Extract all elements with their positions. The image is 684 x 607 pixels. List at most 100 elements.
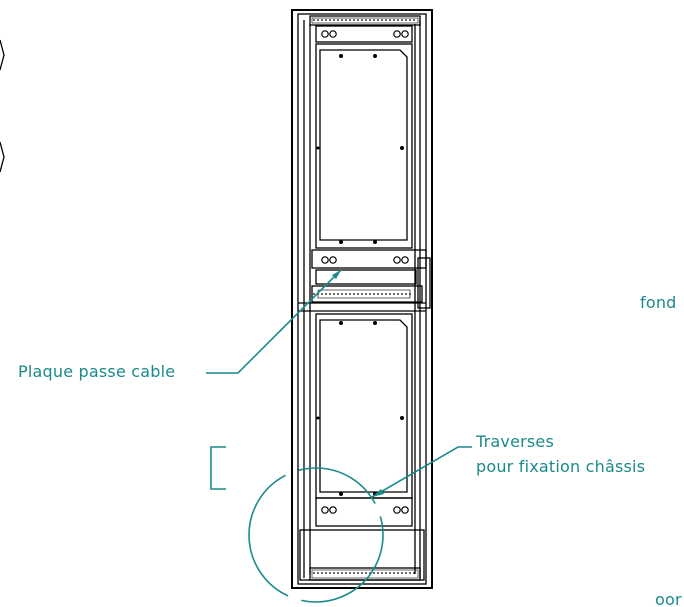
- screw-hole: [339, 54, 343, 58]
- middle-rail-hatching: [317, 289, 411, 299]
- hatch-dot: [325, 293, 327, 295]
- hatch-dot: [409, 572, 411, 574]
- hatch-dot: [337, 572, 339, 574]
- hatch-dot: [345, 19, 347, 21]
- fastener-circle: [329, 256, 337, 264]
- hatch-dot: [329, 293, 331, 295]
- detail-bracket: [210, 446, 226, 490]
- plaque-passe-cable-label: Plaque passe cable: [18, 362, 176, 381]
- middle-traverse-top: [311, 249, 427, 269]
- edge-mark-bottom: [0, 141, 5, 173]
- hatch-dot: [397, 293, 399, 295]
- top-rail-hatching: [311, 17, 419, 24]
- upper-panel: [315, 43, 413, 249]
- hatch-dot: [393, 572, 395, 574]
- hatch-dot: [401, 293, 403, 295]
- bottom-traverse: [315, 497, 413, 527]
- hatch-dot: [341, 19, 343, 21]
- hatch-dot: [353, 572, 355, 574]
- hatch-dot: [409, 19, 411, 21]
- plaque-arrow-head: [332, 270, 341, 279]
- hatch-dot: [413, 572, 415, 574]
- hatch-dot: [377, 572, 379, 574]
- hatch-dot: [317, 572, 319, 574]
- hatch-dot: [317, 19, 319, 21]
- hatch-dot: [405, 19, 407, 21]
- hatch-dot: [361, 572, 363, 574]
- fastener-circle: [321, 506, 329, 514]
- middle-traverse-bottom: [311, 285, 423, 303]
- hatch-dot: [325, 19, 327, 21]
- hatch-dot: [377, 293, 379, 295]
- hatch-dot: [329, 19, 331, 21]
- hatch-dot: [341, 572, 343, 574]
- hatch-dot: [361, 293, 363, 295]
- hatch-dot: [369, 19, 371, 21]
- hatch-dot: [397, 19, 399, 21]
- hatch-dot: [349, 293, 351, 295]
- traverses-leader-line: [371, 446, 472, 498]
- hatch-dot: [401, 572, 403, 574]
- traverses-label-line2: pour fixation châssis: [476, 457, 646, 476]
- hatch-dot: [325, 572, 327, 574]
- fastener-circle: [329, 506, 337, 514]
- fastener-circle: [393, 256, 401, 264]
- screw-hole: [400, 416, 404, 420]
- hatch-dot: [365, 572, 367, 574]
- hatch-dot: [401, 19, 403, 21]
- hatch-dot: [373, 19, 375, 21]
- hatch-dot: [357, 293, 359, 295]
- corner-label: oor: [655, 590, 682, 607]
- hatch-dot: [405, 572, 407, 574]
- fond-label: fond: [640, 293, 677, 312]
- hatch-dot: [321, 19, 323, 21]
- hatch-dot: [313, 293, 315, 295]
- hatch-dot: [361, 19, 363, 21]
- hatch-dot: [337, 19, 339, 21]
- hatch-dot: [389, 19, 391, 21]
- fastener-circle: [321, 30, 329, 38]
- hatch-dot: [333, 293, 335, 295]
- hatch-dot: [349, 19, 351, 21]
- screw-hole: [373, 240, 377, 244]
- plaque-leader-line: [206, 269, 342, 374]
- hatch-dot: [321, 293, 323, 295]
- side-bracket: [417, 257, 431, 309]
- screw-hole: [316, 146, 320, 150]
- screw-hole: [400, 146, 404, 150]
- detail-circle: [248, 467, 384, 603]
- screw-hole: [316, 416, 320, 420]
- hatch-dot: [393, 19, 395, 21]
- hatch-dot: [413, 19, 415, 21]
- hatch-dot: [369, 293, 371, 295]
- hatch-dot: [353, 19, 355, 21]
- fastener-circle: [321, 256, 329, 264]
- cabinet-outer-frame: [291, 9, 433, 589]
- hatch-dot: [385, 19, 387, 21]
- top-traverse: [315, 25, 413, 43]
- fastener-circle: [329, 30, 337, 38]
- hatch-dot: [345, 293, 347, 295]
- hatch-dot: [393, 293, 395, 295]
- fastener-circle: [401, 506, 409, 514]
- hatch-dot: [353, 293, 355, 295]
- hatch-dot: [409, 293, 411, 295]
- screw-hole: [339, 240, 343, 244]
- hatch-dot: [385, 572, 387, 574]
- hatch-dot: [357, 572, 359, 574]
- hatch-dot: [381, 19, 383, 21]
- fastener-circle: [401, 30, 409, 38]
- hatch-dot: [345, 572, 347, 574]
- hatch-dot: [381, 572, 383, 574]
- hatch-dot: [349, 572, 351, 574]
- hatch-dot: [389, 572, 391, 574]
- hatch-dot: [381, 293, 383, 295]
- screw-hole: [339, 492, 343, 496]
- hatch-dot: [341, 293, 343, 295]
- hatch-dot: [373, 572, 375, 574]
- fastener-circle: [401, 256, 409, 264]
- upper-panel-inner: [319, 49, 408, 241]
- middle-bar: [315, 269, 417, 285]
- hatch-dot: [329, 572, 331, 574]
